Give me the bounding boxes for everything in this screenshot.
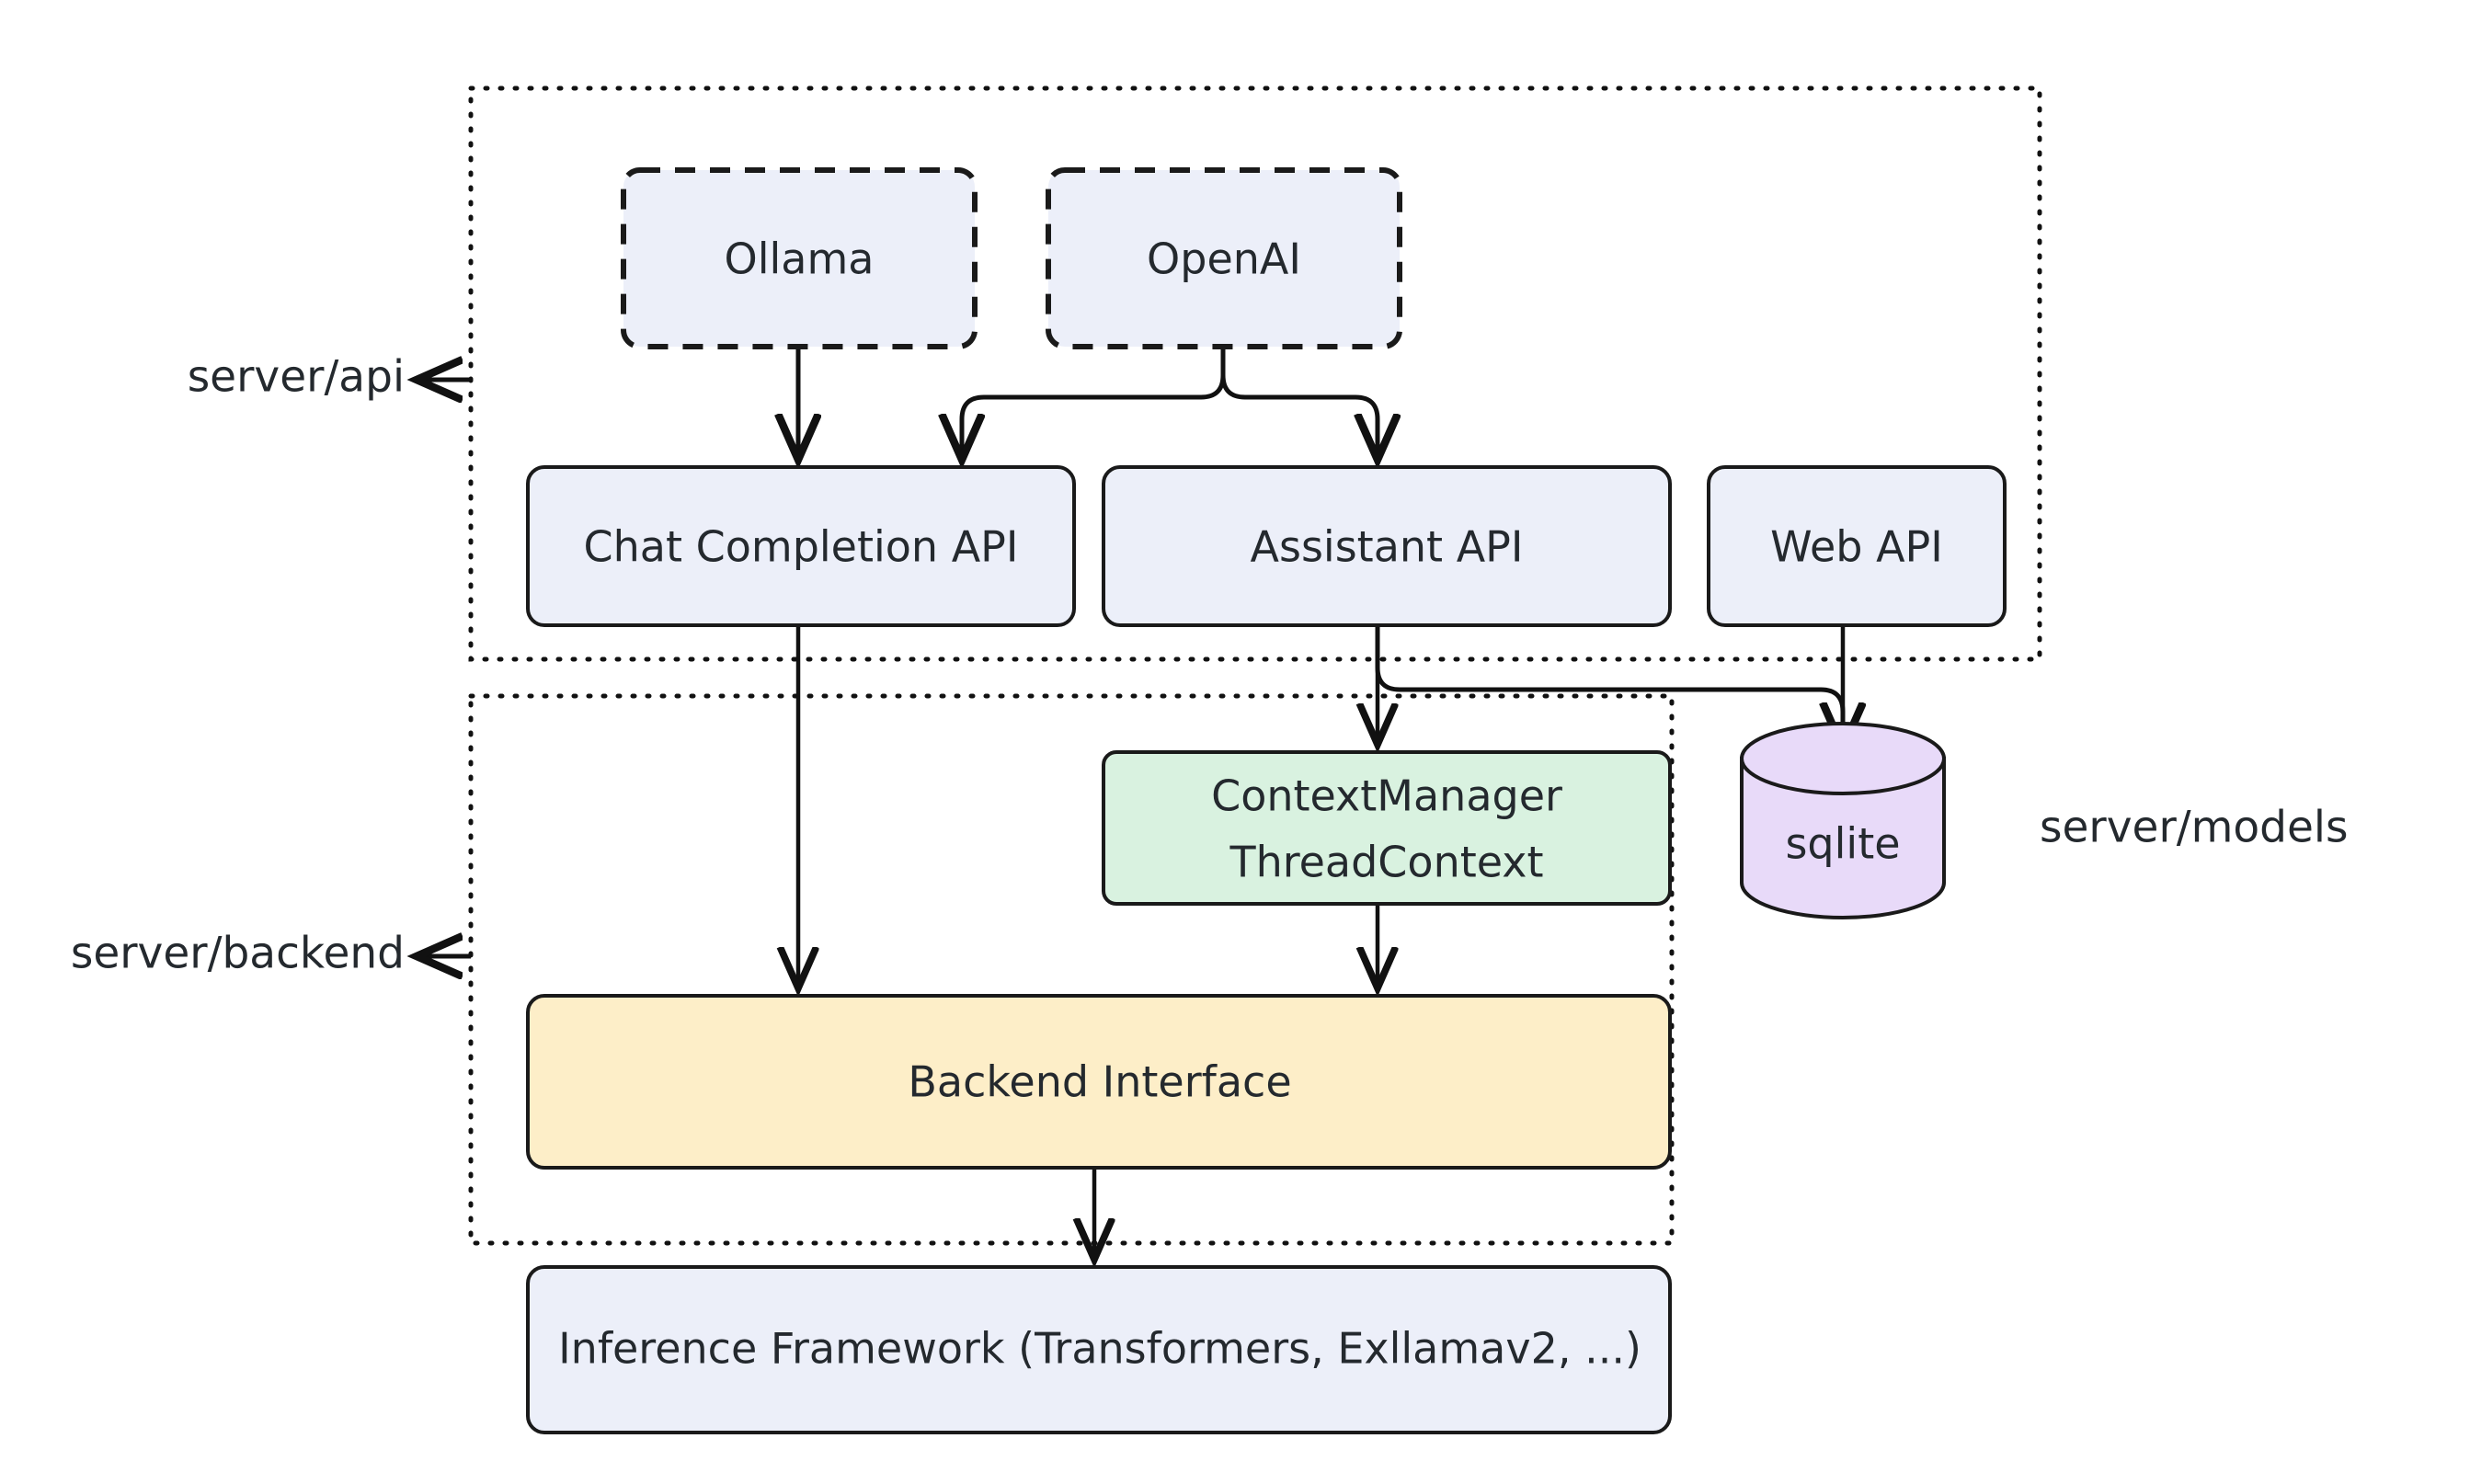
node-context-manager-box[interactable] <box>1102 750 1672 906</box>
edge-openai-to-chat-completion-api <box>962 347 1226 458</box>
group-label-server-api: server/api <box>188 352 405 403</box>
node-assistant-api-label: Assistant API <box>1251 522 1524 572</box>
node-ollama-box[interactable] <box>621 167 978 349</box>
node-chat-completion-api-label: Chat Completion API <box>584 522 1019 572</box>
edge-assistant-api-to-sqlite <box>1375 624 1843 747</box>
node-context-manager[interactable]: ContextManager ThreadContext <box>1102 750 1672 906</box>
node-ollama[interactable]: Ollama <box>621 167 978 349</box>
node-web-api-label: Web API <box>1770 522 1943 572</box>
node-backend-interface[interactable]: Backend Interface <box>526 994 1672 1170</box>
edge-openai-to-assistant-api <box>1220 347 1378 458</box>
node-web-api-box[interactable] <box>1707 465 2007 627</box>
node-inference-framework-label: Inference Framework (Transformers, Exlla… <box>558 1324 1641 1374</box>
node-assistant-api[interactable]: Assistant API <box>1102 465 1672 627</box>
node-ollama-label: Ollama <box>725 234 875 284</box>
node-sqlite-label: sqlite <box>1785 819 1900 869</box>
group-server-models: server/models <box>2040 803 2348 853</box>
node-chat-completion-api-box[interactable] <box>526 465 1076 627</box>
node-openai[interactable]: OpenAI <box>1046 167 1402 349</box>
node-context-manager-label-line1: ContextManager <box>1211 771 1562 821</box>
node-inference-framework[interactable]: Inference Framework (Transformers, Exlla… <box>526 1265 1672 1434</box>
node-backend-interface-label: Backend Interface <box>908 1057 1291 1107</box>
group-server-backend: server/backend <box>71 693 1675 1246</box>
node-web-api[interactable]: Web API <box>1707 465 2007 627</box>
group-label-server-models: server/models <box>2040 803 2348 853</box>
group-server-api: server/api <box>188 86 2042 662</box>
node-context-manager-label-line2: ThreadContext <box>1229 838 1543 887</box>
node-inference-framework-box[interactable] <box>526 1265 1672 1434</box>
node-assistant-api-box[interactable] <box>1102 465 1672 627</box>
node-backend-interface-box[interactable] <box>526 994 1672 1170</box>
node-sqlite-top <box>1740 722 1946 795</box>
group-box-api <box>468 86 2042 662</box>
node-sqlite[interactable]: sqlite <box>1740 722 1946 919</box>
node-chat-completion-api[interactable]: Chat Completion API <box>526 465 1076 627</box>
group-label-server-backend: server/backend <box>71 929 405 979</box>
node-openai-box[interactable] <box>1046 167 1402 349</box>
node-openai-label: OpenAI <box>1147 234 1301 284</box>
group-box-backend <box>468 693 1675 1246</box>
node-sqlite-body[interactable] <box>1740 757 1946 919</box>
